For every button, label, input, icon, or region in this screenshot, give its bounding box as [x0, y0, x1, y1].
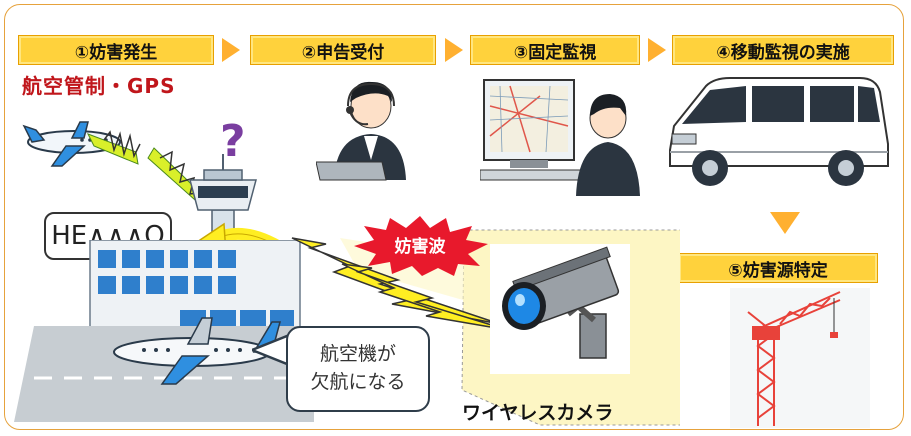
arrow-right-icon — [445, 38, 463, 62]
step-3-fixed-monitoring: ③固定監視 — [470, 35, 640, 65]
callout-line-1: 航空機が — [319, 343, 396, 366]
step-5-source-identified: ⑤妨害源特定 — [678, 253, 878, 283]
question-mark-icon: ? — [220, 116, 246, 167]
step-1-interference-occurs: ①妨害発生 — [18, 35, 214, 65]
wireless-camera-icon — [490, 244, 630, 374]
wireless-camera-label: ワイヤレスカメラ — [462, 402, 614, 424]
construction-crane-icon — [730, 288, 870, 428]
diagram-frame — [4, 4, 904, 430]
arrow-right-icon — [648, 38, 666, 62]
callout-line-2: 欠航になる — [310, 371, 406, 393]
airplane-in-flight-icon — [22, 121, 121, 167]
map-monitor-icon — [480, 79, 640, 196]
arrow-right-icon — [222, 38, 240, 62]
step-4-mobile-monitoring: ④移動監視の実施 — [672, 35, 894, 65]
airport-terminal-icon — [89, 240, 301, 336]
atc-gps-label: 航空管制・GPS — [22, 74, 176, 98]
interference-burst-icon: 妨害波 — [354, 216, 488, 276]
interference-wave-label: 妨害波 — [394, 236, 447, 257]
operator-with-headset-icon — [316, 81, 406, 181]
flight-cancelled-callout: 航空機が 欠航になる — [286, 326, 430, 412]
step-2-report-received: ②申告受付 — [250, 35, 436, 65]
arrow-down-icon — [770, 212, 800, 234]
monitoring-van-icon — [669, 77, 889, 186]
